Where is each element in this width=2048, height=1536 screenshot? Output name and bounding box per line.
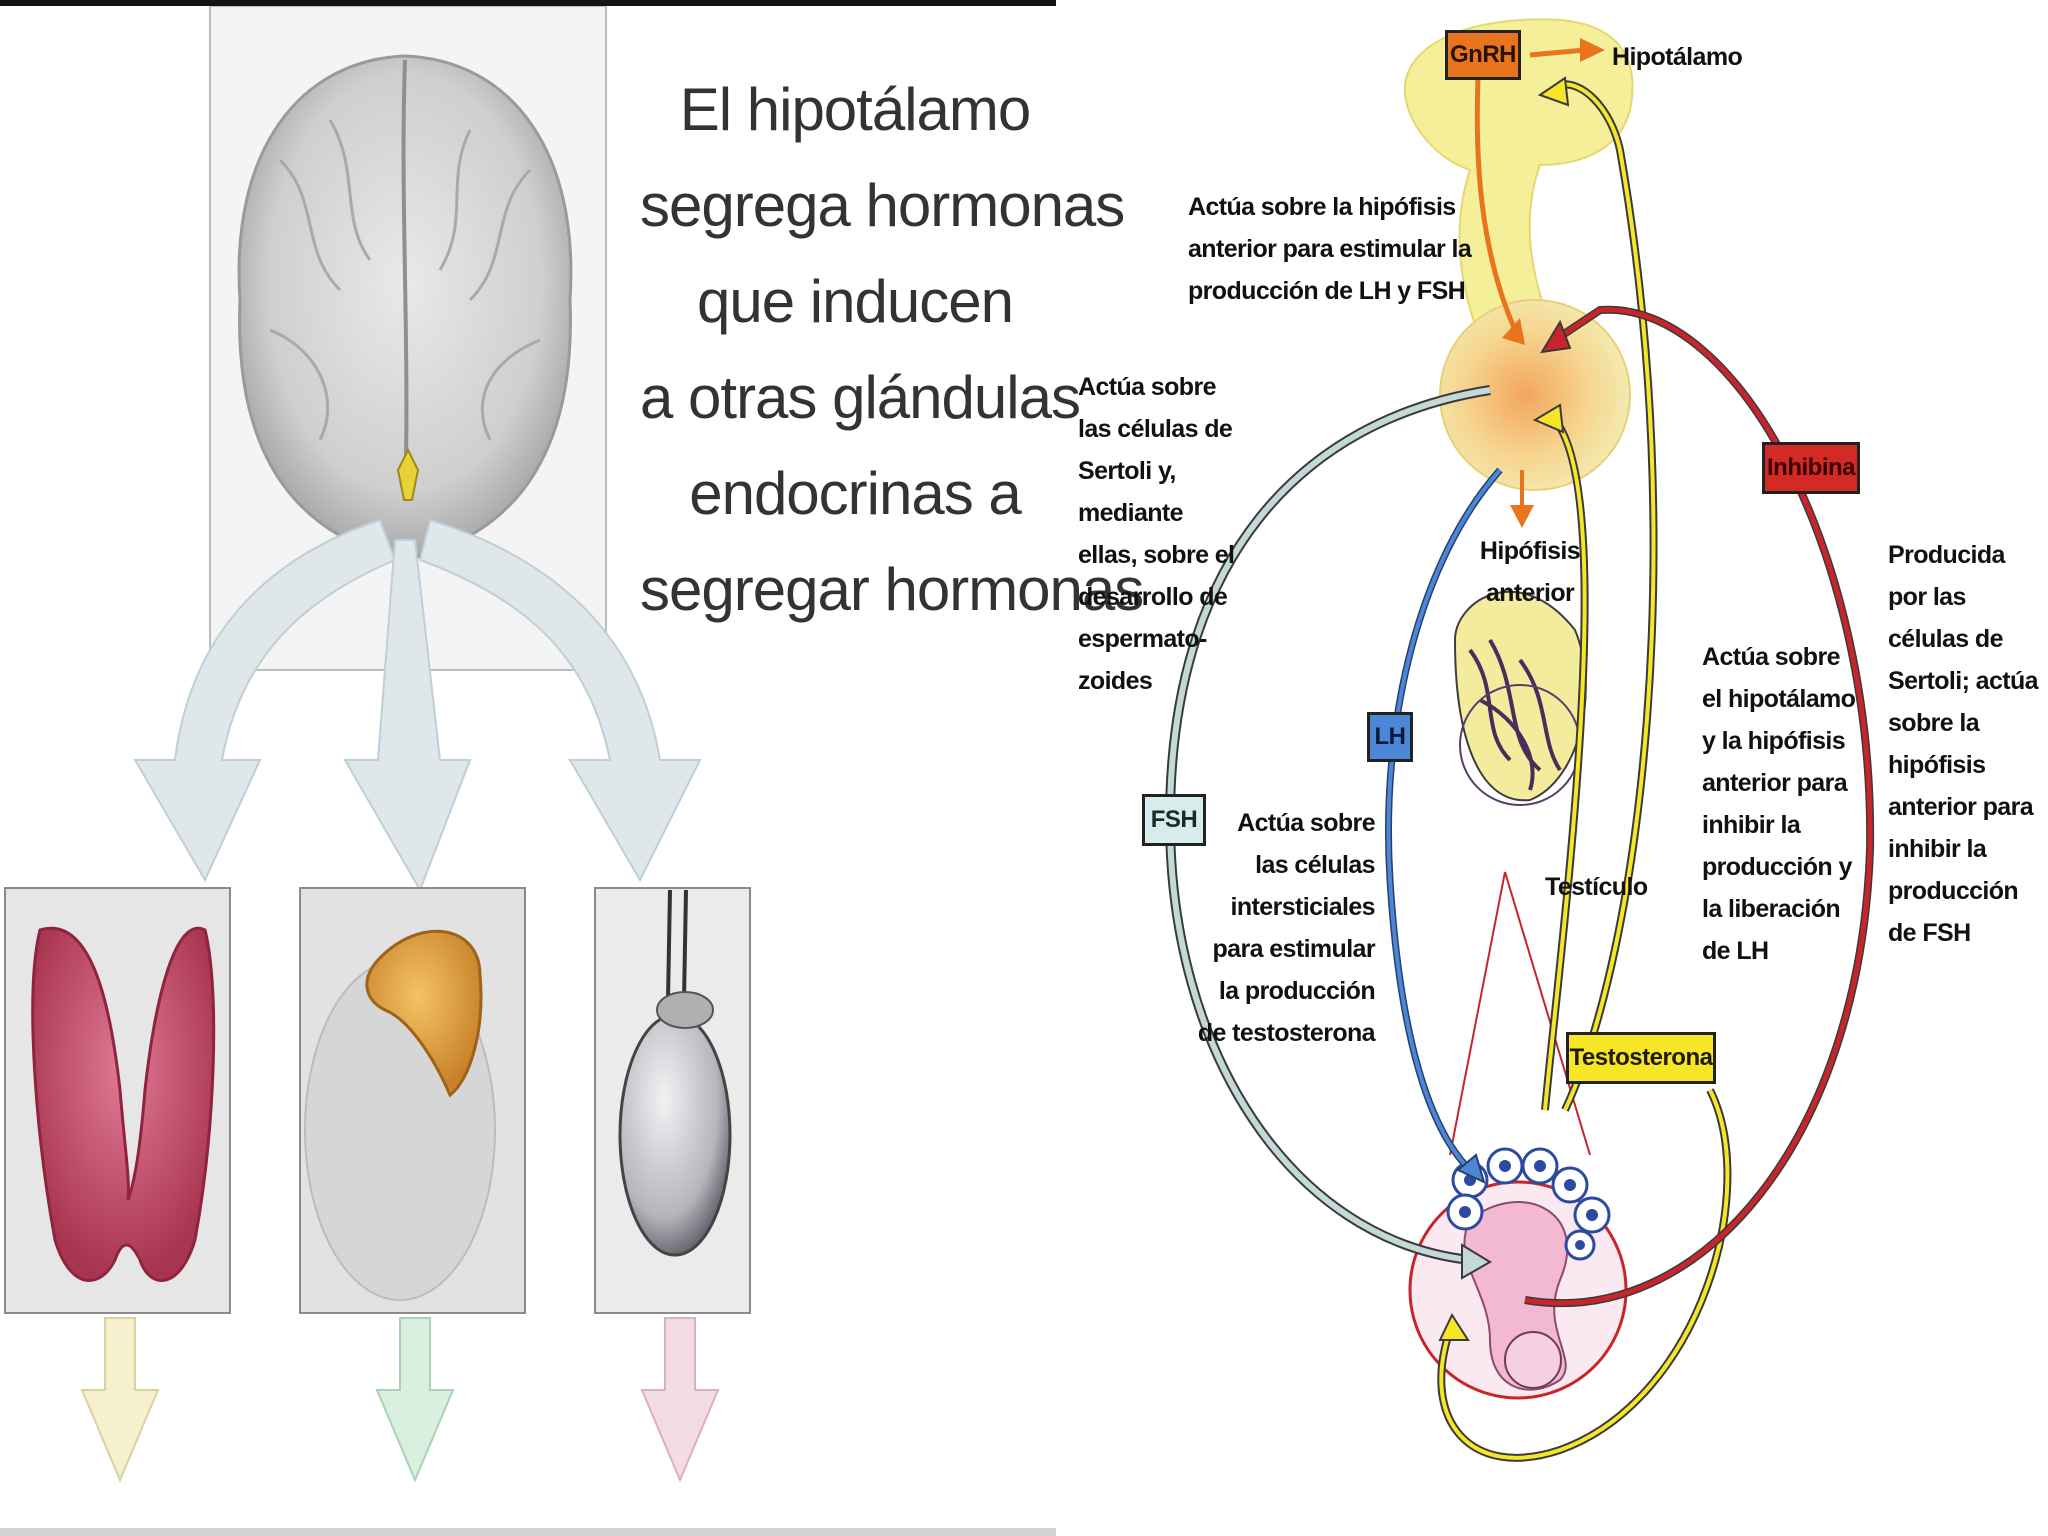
testosterona-tag: Testosterona (1566, 1032, 1716, 1084)
fsh-tag: FSH (1142, 794, 1206, 846)
top-border (0, 0, 1056, 6)
hypophysis-detail-illustration (1453, 590, 1587, 806)
thyroid-panel (4, 887, 231, 1314)
inhibina-tag: Inhibina (1762, 442, 1860, 494)
magnification-lines (1449, 871, 1591, 1156)
lh-arrow (1385, 467, 1503, 1184)
caption-line: a otras glándulas (640, 364, 1081, 431)
caption-line: segrega hormonas (640, 172, 1125, 239)
gnrh-to-hypothalamus-arrow (1529, 47, 1586, 58)
testis-panel (594, 887, 751, 1314)
testosterone-feedback-arrows (1437, 76, 1732, 1462)
gnrh-action-label: Actúa sobre la hipófisis anterior para e… (1188, 193, 1472, 305)
target-arrows (80, 1317, 720, 1483)
fsh-action-label: Actúa sobre las células de Sertoli y, me… (1078, 373, 1235, 695)
caption-line: El hipotálamo (679, 76, 1032, 143)
caption-line: segregar hormonas (640, 556, 1144, 623)
inhibina-arrow (1524, 305, 1875, 1308)
adrenal-panel (299, 887, 526, 1314)
hormone-arrows (133, 518, 702, 893)
lh-action-label: Actúa sobre las células intersticiales p… (1197, 809, 1376, 1047)
gnrh-tag: GnRH (1445, 30, 1521, 80)
hypothalamus-caption: El hipotálamo segrega hormonas que induc… (640, 62, 1144, 638)
left-panel (4, 5, 751, 1483)
hipofisis-anterior-label: Hipófisis anterior (1479, 537, 1581, 607)
pituitary-gland (1439, 299, 1631, 491)
testosterona-action-label: Actúa sobre el hipotálamo y la hipófisis… (1702, 643, 1856, 965)
gnrh-arrow (1474, 77, 1518, 332)
testiculo-label: Testículo (1545, 873, 1648, 901)
inhibina-action-label: Producida por las células de Sertoli; ac… (1888, 541, 2039, 947)
caption-line: que inducen (697, 268, 1014, 335)
lh-tag: LH (1367, 712, 1413, 762)
caption-line: endocrinas a (689, 460, 1022, 527)
hypothalamus-illustration (1403, 18, 1634, 528)
bottom-border (0, 1528, 1056, 1536)
hipotalamo-label: Hipotálamo (1612, 43, 1743, 71)
seminiferous-detail-illustration (1408, 1147, 1628, 1400)
